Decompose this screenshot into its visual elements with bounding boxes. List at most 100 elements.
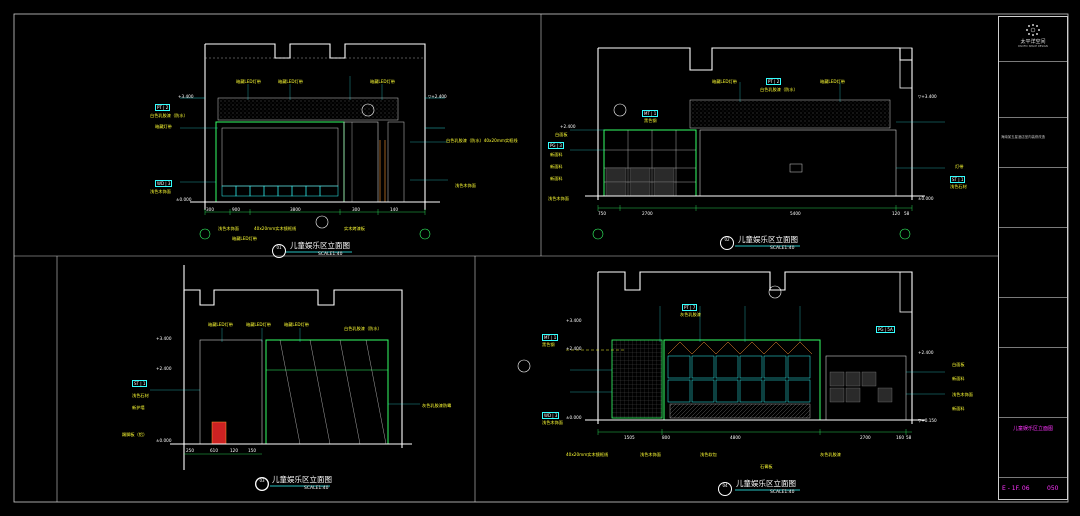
v02-level-1: ▽+3.400	[918, 94, 937, 99]
v03-dim-2: 610	[210, 448, 218, 453]
elevation-03	[150, 265, 420, 491]
v01-tag-pt2: PT | 2	[155, 104, 171, 111]
v04-dim-5: 160	[896, 435, 904, 440]
v03-label-top3: 暗藏LED灯带	[284, 322, 309, 327]
v04-tag-pg: PG | 5A	[876, 326, 895, 333]
v04-right4: 新面料	[952, 406, 965, 411]
view-number-04: 04	[718, 482, 732, 496]
view-title-04: 儿童娱乐区立面图	[736, 479, 796, 488]
v01-dim-3: 3800	[290, 207, 301, 212]
view-number-03: 03	[255, 477, 269, 491]
v04-bottom4: 石膏板	[760, 464, 773, 469]
v02-tag-pg: PG | 3	[548, 142, 564, 149]
tb-divider-8	[999, 477, 1067, 478]
v01-pt2-text: 白色乳胶漆（防水）	[150, 113, 188, 118]
v01-bottom1: 浅色木饰面	[218, 226, 239, 231]
v03-level-3: ±0.000	[156, 438, 172, 443]
tb-divider-2	[999, 117, 1067, 118]
v03-st1-text: 浅色石材	[132, 393, 149, 398]
v03-level-1: +3.400	[156, 336, 172, 341]
v04-right3: 浅色木饰面	[952, 392, 973, 397]
v04-level-2r: +2.400	[918, 350, 934, 355]
v04-tag-wd3: WD | 3	[542, 412, 560, 419]
elevation-02	[570, 47, 945, 247]
view-title-03: 儿童娱乐区立面图	[272, 475, 332, 484]
v04-dim-2: 800	[662, 435, 670, 440]
v04-dim-6: 58	[906, 435, 912, 440]
v02-dim-5: 58	[904, 211, 910, 216]
v02-dim-3: 5400	[790, 211, 801, 216]
view-scale-04: SCALE1:40	[770, 490, 795, 495]
tb-divider-6	[999, 347, 1067, 348]
drawing-title: 儿童娱乐区立面图	[1012, 426, 1053, 432]
tb-divider-4	[999, 227, 1067, 228]
v03-dim-4: 150	[248, 448, 256, 453]
title-block: 太平洋空间 PACIFIC SPACE DESIGN 海南某五星酒店室内装修改造…	[998, 16, 1068, 500]
v01-level-1: +3.400	[178, 94, 194, 99]
v01-label-top1: 暗藏LED灯带	[236, 79, 261, 84]
v02-tag-pt2: PT | 2	[766, 78, 782, 85]
v01-level-2: ▽+2.400	[428, 94, 447, 99]
v01-bottom2: 40x20mm实木镜框线	[254, 226, 297, 231]
v02-tag-st1: ST | 1	[950, 176, 966, 183]
v04-dim-4: 2700	[860, 435, 871, 440]
v04-tag-pt7: PT | 7	[682, 304, 698, 311]
v02-left3: 新面料	[550, 164, 563, 169]
v03-label-top2: 暗藏LED灯带	[246, 322, 271, 327]
v03-label-top1: 暗藏LED灯带	[208, 322, 233, 327]
view-scale-01: SCALE1:40	[318, 252, 343, 257]
v01-dim-2: 900	[232, 207, 240, 212]
tb-divider-1	[999, 61, 1067, 62]
v04-right2: 新面料	[952, 376, 965, 381]
v02-left1: 白面板	[555, 132, 568, 137]
v01-label-top2: 暗藏LED灯带	[278, 79, 303, 84]
v03-tag-st1: ST | 1	[132, 380, 148, 387]
v02-left5: 浅色木饰面	[548, 196, 569, 201]
v01-led-label: 暗藏灯带	[155, 124, 172, 129]
v03-level-2: +2.400	[156, 366, 172, 371]
view-number-02: 02	[720, 236, 734, 250]
v01-wd3-text: 浅色木饰面	[150, 189, 171, 194]
v04-level-4: ▽+0.150	[918, 418, 937, 423]
v04-bottom1: 40x20mm实木镜框线	[566, 452, 609, 457]
v02-dim-1: 750	[598, 211, 606, 216]
v04-dim-3: 4800	[730, 435, 741, 440]
view-number-01: 01	[272, 244, 286, 258]
v04-mt1-text: 黑色钢	[542, 342, 555, 347]
v03-pt2: 白色乳胶漆（防水）	[344, 326, 382, 331]
v01-dim-4: 300	[352, 207, 360, 212]
view-scale-03: SCALE1:40	[304, 486, 329, 491]
v02-level-3: ±0.000	[918, 196, 934, 201]
v03-left2: 新护墙	[132, 405, 145, 410]
company-sub: PACIFIC SPACE DESIGN	[1018, 45, 1048, 48]
v02-mt1-text: 黑色钢	[644, 118, 657, 123]
project-line: 海南某五星酒店室内装修改造	[1001, 135, 1046, 139]
v04-bottom2: 浅色木饰面	[640, 452, 661, 457]
v01-level-3: ±0.000	[176, 197, 192, 202]
v01-bottom3: 实木烤漆板	[344, 226, 365, 231]
view-scale-02: SCALE1:40	[770, 246, 795, 251]
v01-dim-5: 140	[390, 207, 398, 212]
v04-level-2: +2.400	[566, 346, 582, 351]
v04-wd3-text: 浅色木饰面	[542, 420, 563, 425]
v04-pt7-text: 灰色乳胶漆	[680, 312, 701, 317]
v02-label-top2: 暗藏LED灯带	[820, 79, 845, 84]
v02-tag-mt1: MT | 1	[642, 110, 659, 117]
v01-right2: 浅色木饰面	[455, 183, 476, 188]
v02-st1-text: 浅色石材	[950, 184, 967, 189]
v02-label-top1: 暗藏LED灯带	[712, 79, 737, 84]
company-logo	[1026, 24, 1040, 36]
elevation-04	[517, 271, 945, 491]
v04-right1: 白面板	[952, 362, 965, 367]
company-name: 太平洋空间	[1020, 39, 1046, 45]
v04-level-1: +3.400	[566, 318, 582, 323]
v01-label-top3: 暗藏LED灯带	[370, 79, 395, 84]
tb-divider-3	[999, 167, 1067, 168]
v04-bottom5: 灰色乳胶漆	[820, 452, 841, 457]
v01-right1: 白色乳胶漆（防水）40x20mm实框线	[446, 138, 518, 143]
v03-dim-1: 250	[186, 448, 194, 453]
v03-right1: 灰色乳胶漆防霉	[422, 403, 452, 408]
v03-left3: 踢脚板（铝）	[122, 432, 148, 437]
elevation-01	[180, 43, 448, 253]
